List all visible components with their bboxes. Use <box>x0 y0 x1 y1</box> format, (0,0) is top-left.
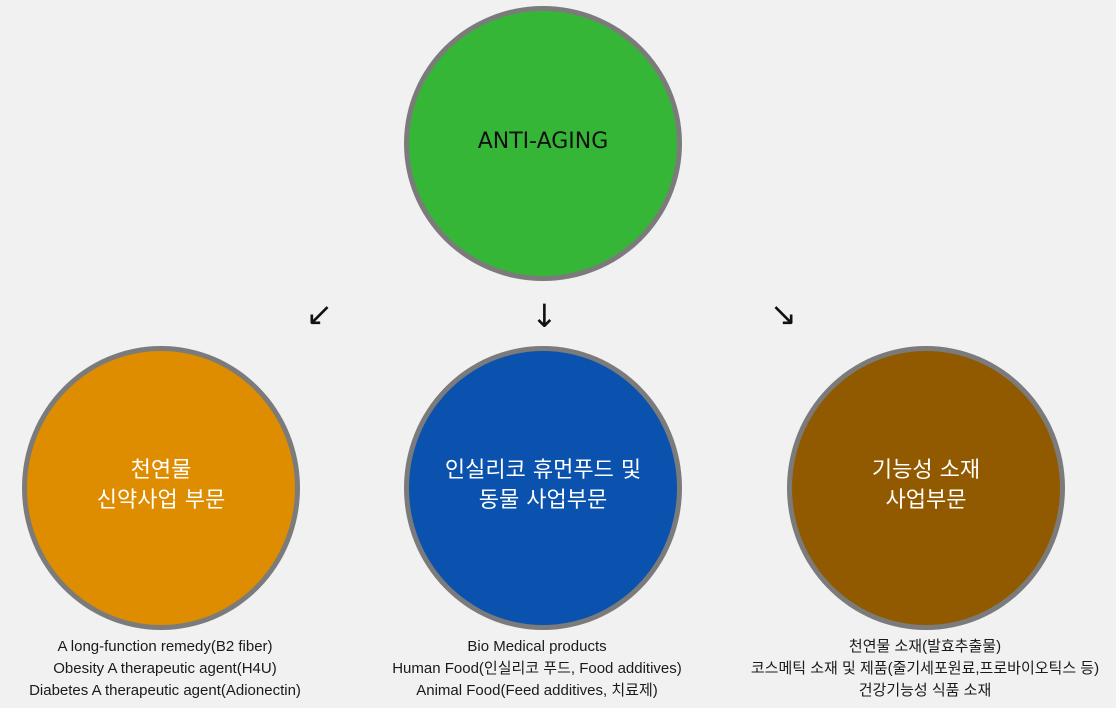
natural-drug-caption: A long-function remedy(B2 fiber) Obesity… <box>0 636 330 702</box>
functional-material-node: 기능성 소재 사업부문 <box>787 346 1065 630</box>
caption-line: 천연물 소재(발효추출물) <box>848 638 1002 655</box>
arrow-down-left-icon: ↙ <box>306 295 333 333</box>
caption-line: Diabetes A therapeutic agent(Adionectin) <box>29 682 301 699</box>
functional-material-caption: 천연물 소재(발효추출물) 코스메틱 소재 및 제품(줄기세포원료,프로바이오틱… <box>730 636 1116 702</box>
functional-material-label: 기능성 소재 사업부문 <box>871 458 981 513</box>
arrow-down-right-icon: ↘ <box>770 295 797 333</box>
arrow-down-icon: ↓ <box>531 297 558 335</box>
insilico-food-caption: Bio Medical products Human Food(인실리코 푸드,… <box>370 636 704 702</box>
insilico-food-node: 인실리코 휴먼푸드 및 동물 사업부문 <box>404 346 682 630</box>
natural-drug-node: 천연물 신약사업 부문 <box>22 346 300 630</box>
anti-aging-label: ANTI-AGING <box>477 128 609 154</box>
anti-aging-node: ANTI-AGING <box>404 6 682 281</box>
caption-line: Human Food(인실리코 푸드, Food additives) <box>392 660 682 677</box>
caption-line: A long-function remedy(B2 fiber) <box>57 638 273 655</box>
caption-line: 코스메틱 소재 및 제품(줄기세포원료,프로바이오틱스 등) <box>750 660 1100 677</box>
insilico-food-label: 인실리코 휴먼푸드 및 동물 사업부문 <box>444 458 642 513</box>
caption-line: Animal Food(Feed additives, 치료제) <box>416 682 658 699</box>
caption-line: Bio Medical products <box>467 638 607 655</box>
caption-line: 건강기능성 식품 소재 <box>858 682 992 699</box>
natural-drug-label: 천연물 신약사업 부문 <box>96 458 226 513</box>
caption-line: Obesity A therapeutic agent(H4U) <box>53 660 277 677</box>
